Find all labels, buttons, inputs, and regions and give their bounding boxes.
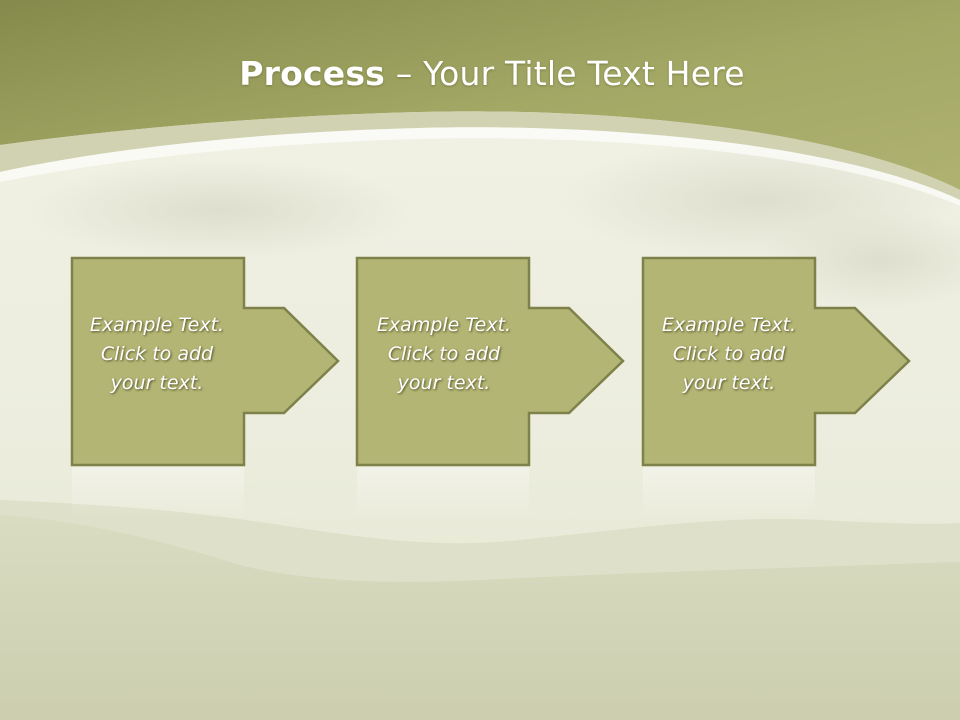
process-step-1-text[interactable]: Example Text. Click to add your text. bbox=[89, 314, 225, 394]
header-arc-white bbox=[0, 127, 960, 206]
title-bold: Process bbox=[239, 54, 386, 93]
header-band bbox=[0, 0, 960, 190]
near-ground bbox=[0, 515, 960, 720]
header-arc-light bbox=[0, 111, 960, 200]
process-step-2-text[interactable]: Example Text. Click to add your text. bbox=[376, 314, 512, 394]
process-step-3-shape[interactable] bbox=[641, 256, 911, 520]
title-rest: – Your Title Text Here bbox=[385, 54, 745, 93]
process-step-2-shape[interactable] bbox=[355, 256, 625, 520]
process-step-1-shape[interactable] bbox=[70, 256, 340, 520]
slide-title[interactable]: Process – Your Title Text Here bbox=[0, 52, 960, 96]
cloud bbox=[30, 160, 410, 260]
process-step-3-text[interactable]: Example Text. Click to add your text. bbox=[661, 314, 797, 394]
